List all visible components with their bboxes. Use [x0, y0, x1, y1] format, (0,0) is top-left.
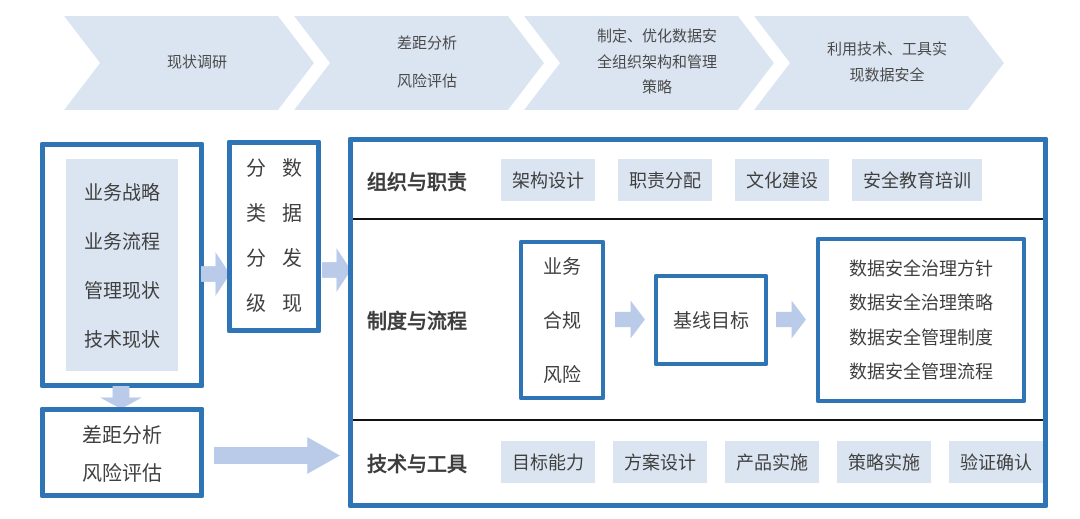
- process-step-3-chevron: 制定、优化数据安 全组织架构和管理 策略: [524, 16, 774, 110]
- current-state-item-technology-status: 技术现状: [83, 330, 160, 351]
- process-step-2-chevron: 差距分析 风险评估: [294, 16, 544, 110]
- compliance-line-risk: 风险: [542, 365, 581, 386]
- current-state-box: 业务战略 业务流程 管理现状 技术现状: [40, 142, 204, 388]
- chip-culture-building: 文化建设: [735, 159, 829, 201]
- arrow-current-to-classification-icon: [201, 252, 230, 296]
- process-step-1-label: 现状调研: [166, 53, 227, 71]
- current-state-item-management-status: 管理现状: [83, 281, 160, 302]
- gap-analysis-box: 差距分析 风险评估: [40, 407, 204, 498]
- row-policies-label: 制度与流程: [367, 311, 467, 333]
- compliance-line-compliance: 合规: [542, 311, 581, 332]
- process-step-1-chevron: 现状调研: [64, 16, 314, 110]
- compliance-line-business: 业务: [542, 257, 581, 278]
- baseline-target-label: 基线目标: [672, 311, 749, 332]
- framework-box: 组织与职责 架构设计 职责分配 文化建设 安全教育培训 制度与流程 业务 合规 …: [348, 137, 1048, 508]
- row-policies: 制度与流程 业务 合规 风险 基线目标 数据安全治理方针 数据安全治理策略 数据…: [353, 220, 1043, 421]
- output-governance-policy: 数据安全治理方针: [849, 258, 993, 279]
- row-technology: 技术与工具 目标能力 方案设计 产品实施 策略实施 验证确认: [353, 421, 1043, 503]
- chip-architecture-design: 架构设计: [501, 159, 595, 201]
- arrow-compliance-to-baseline-icon: [615, 300, 645, 339]
- chip-target-capability: 目标能力: [501, 441, 595, 483]
- process-step-4-label-line2: 现数据安全: [849, 66, 925, 84]
- process-step-4-label-line1: 利用技术、工具实: [826, 40, 947, 58]
- baseline-target-box: 基线目标: [654, 273, 768, 366]
- current-state-item-business-strategy: 业务战略: [83, 183, 160, 204]
- arrow-classification-to-framework-icon: [322, 248, 351, 292]
- process-step-4-chevron: 利用技术、工具实 现数据安全: [754, 16, 1004, 110]
- row-organization-label: 组织与职责: [367, 171, 467, 194]
- governance-outputs-box: 数据安全治理方针 数据安全治理策略 数据安全管理制度 数据安全管理流程: [816, 236, 1026, 403]
- classification-column-label: 分类分级: [246, 157, 266, 315]
- arrow-gap-to-framework-icon: [214, 437, 340, 474]
- row-organization: 组织与职责 架构设计 职责分配 文化建设 安全教育培训: [353, 142, 1043, 220]
- current-state-list: 业务战略 业务流程 管理现状 技术现状: [66, 159, 178, 371]
- row-technology-chips: 目标能力 方案设计 产品实施 策略实施 验证确认: [501, 441, 1043, 483]
- output-management-process: 数据安全管理流程: [849, 362, 993, 383]
- risk-assessment-label: 风险评估: [82, 463, 162, 485]
- chip-solution-design: 方案设计: [613, 441, 707, 483]
- process-step-2-label-line2: 风险评估: [396, 72, 457, 90]
- chip-security-education-training: 安全教育培训: [852, 159, 982, 201]
- process-step-3-label-line3: 策略: [641, 79, 672, 97]
- arrow-current-to-gap-icon: [100, 386, 142, 409]
- classification-discovery-box: 分类分级 数据发现: [227, 140, 321, 333]
- current-state-item-business-process: 业务流程: [83, 232, 160, 253]
- process-step-3-label-line1: 制定、优化数据安: [596, 27, 717, 45]
- process-step-2-label-line1: 差距分析: [396, 34, 457, 52]
- row-organization-chips: 架构设计 职责分配 文化建设 安全教育培训: [501, 159, 982, 201]
- gap-analysis-label: 差距分析: [82, 425, 162, 447]
- process-step-3-label-line2: 全组织架构和管理: [596, 53, 717, 71]
- output-governance-strategy: 数据安全治理策略: [849, 293, 993, 314]
- output-management-system: 数据安全管理制度: [849, 327, 993, 348]
- business-compliance-risk-box: 业务 合规 风险: [519, 239, 605, 400]
- chip-policy-implementation: 策略实施: [837, 441, 931, 483]
- arrow-baseline-to-outputs-icon: [776, 300, 806, 339]
- chip-responsibility-allocation: 职责分配: [618, 159, 712, 201]
- chip-product-implementation: 产品实施: [725, 441, 819, 483]
- data-discovery-column-label: 数据发现: [282, 157, 302, 315]
- row-technology-label: 技术与工具: [367, 453, 467, 476]
- chip-verification-confirmation: 验证确认: [949, 441, 1043, 483]
